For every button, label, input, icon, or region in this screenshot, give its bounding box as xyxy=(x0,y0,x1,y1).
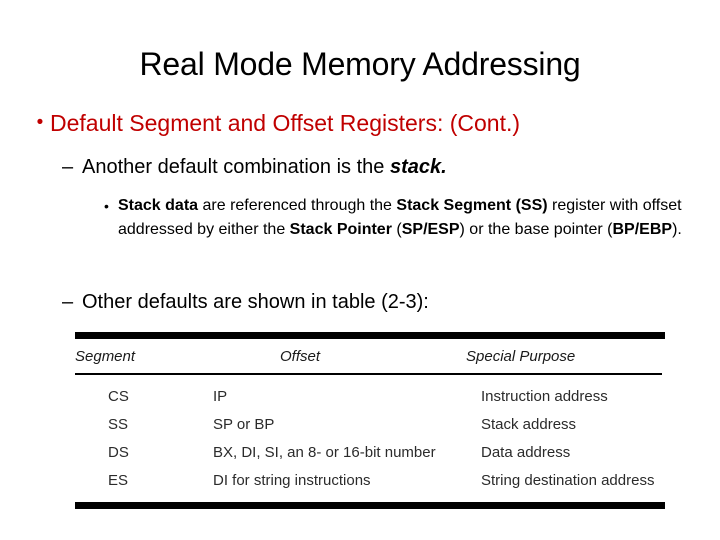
table-cell-segment: CS xyxy=(108,387,129,405)
table-header-row: Segment Offset Special Purpose xyxy=(75,339,665,373)
level3-segment-8: BP/EBP xyxy=(612,221,673,238)
table-header-rule xyxy=(75,373,662,375)
level3-segment-2: Stack Segment (SS) xyxy=(396,197,548,214)
bullet-level2-stack-label: Another default combination is the stack… xyxy=(82,153,702,181)
table-cell-purpose: Instruction address xyxy=(481,387,608,405)
table-header-purpose: Special Purpose xyxy=(466,347,576,365)
table-cell-purpose: String destination address xyxy=(481,471,655,489)
table-row: CS IP Instruction address xyxy=(75,382,665,410)
bullet-level2-other-label: Other defaults are shown in table (2-3): xyxy=(82,291,429,313)
table-header-offset: Offset xyxy=(280,347,321,365)
stack-sentence-lead: Another default combination is the xyxy=(82,156,390,178)
bullet-level1: • Default Segment and Offset Registers: … xyxy=(30,108,700,138)
table-row: ES DI for string instructions String desti… xyxy=(75,466,665,494)
bullet-dash-icon-2: – xyxy=(62,291,74,313)
table-cell-segment: DS xyxy=(108,443,129,461)
bullet-level3-stack-detail: • Stack data are referenced through the … xyxy=(104,194,704,242)
bullet-level2-other: – Other defaults are shown in table (2-3… xyxy=(62,288,702,316)
bullet-dot-small-icon: • xyxy=(104,198,109,214)
bullet-level1-label: Default Segment and Offset Registers: (C… xyxy=(50,110,521,136)
table-cell-offset: BX, DI, SI, an 8- or 16-bit number xyxy=(213,443,436,461)
table-cell-offset: SP or BP xyxy=(213,415,275,433)
table-cell-purpose: Stack address xyxy=(481,415,577,433)
stack-emphasis: stack. xyxy=(389,156,447,178)
table-row: SS SP or BP Stack address xyxy=(75,410,665,438)
table-cell-purpose: Data address xyxy=(481,443,571,461)
level3-segment-9: ). xyxy=(672,221,682,238)
level3-segment-6: SP/ESP xyxy=(401,221,460,238)
level3-segment-0: Stack data xyxy=(118,197,199,214)
level3-segment-5: ( xyxy=(391,221,402,238)
bullet-dot-icon: • xyxy=(36,112,44,133)
default-registers-table: Segment Offset Special Purpose CS IP Instr… xyxy=(75,332,665,509)
table-cell-segment: SS xyxy=(108,415,129,433)
table-cell-segment: ES xyxy=(108,471,129,489)
table-cell-offset: IP xyxy=(213,387,228,405)
table-header-segment: Segment xyxy=(75,347,136,365)
bullet-dash-icon: – xyxy=(62,156,74,178)
level3-segment-1: are referenced through the xyxy=(198,197,397,214)
level3-segment-7: ) or the base pointer ( xyxy=(459,221,613,238)
level3-segment-4: Stack Pointer xyxy=(289,221,392,238)
page-title: Real Mode Memory Addressing xyxy=(139,46,581,82)
table-cell-offset: DI for string instructions xyxy=(213,471,371,489)
level3-segment-3: register with offset addressed by either… xyxy=(118,197,682,238)
table-top-rule xyxy=(75,332,665,339)
bullet-level2-stack: – Another default combination is the sta… xyxy=(62,153,702,181)
table-bottom-rule xyxy=(75,502,665,509)
bullet-level3-label: Stack data are referenced through the St… xyxy=(118,194,704,242)
table-row: DS BX, DI, SI, an 8- or 16-bit number Data… xyxy=(75,438,665,466)
